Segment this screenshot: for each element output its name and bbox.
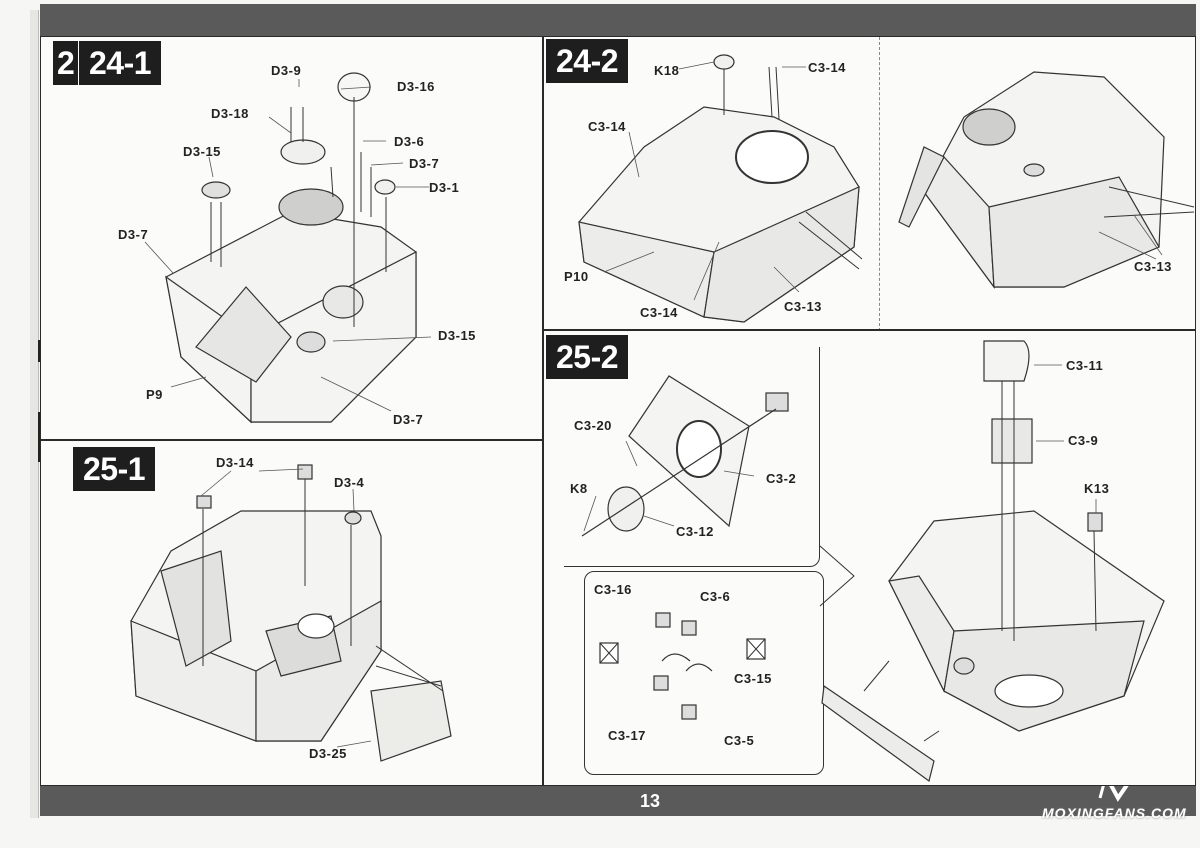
part-label: C3-2: [766, 471, 797, 486]
part-label: D3-14: [216, 455, 254, 470]
part-label: C3-16: [594, 582, 632, 597]
step-panel-25-2: 25-2: [543, 330, 1196, 786]
panel-divider: [879, 37, 880, 329]
part-label: C3-17: [608, 728, 646, 743]
callout-outline: [564, 347, 820, 567]
part-label: K8: [570, 481, 588, 496]
header-band: [40, 4, 1196, 36]
part-label: D3-1: [429, 180, 460, 195]
step-number: 24-1: [79, 41, 162, 85]
step-panel-24-2: 24-2: [543, 36, 1196, 330]
part-label: D3-7: [393, 412, 424, 427]
step-number: 25-1: [73, 447, 156, 491]
part-label: K18: [654, 63, 680, 78]
step-number-fragment: 2: [53, 41, 79, 85]
part-label: D3-15: [183, 144, 221, 159]
watermark-text: MOXINGFANS.COM: [1042, 805, 1187, 821]
part-label: P9: [146, 387, 163, 402]
part-label: D3-25: [309, 746, 347, 761]
part-label: C3-5: [724, 733, 755, 748]
part-label: D3-18: [211, 106, 249, 121]
part-label: K13: [1084, 481, 1110, 496]
part-label: D3-4: [334, 475, 365, 490]
part-label: D3-15: [438, 328, 476, 343]
part-label: C3-20: [574, 418, 612, 433]
step-panel-24-1: 2 24-1: [40, 36, 543, 440]
step-panel-25-1: 25-1: [40, 440, 543, 786]
turret-rear-assembly-drawing: [581, 340, 1165, 783]
step-number: 25-2: [546, 335, 629, 379]
part-label: D3-16: [397, 79, 435, 94]
detail-inset-box: [584, 571, 824, 775]
part-label: D3-9: [271, 63, 302, 78]
spine-mark: [38, 412, 41, 462]
part-label: C3-9: [1068, 433, 1099, 448]
part-label: D3-7: [118, 227, 149, 242]
part-label: C3-14: [640, 305, 678, 320]
turret-hull-drawing: [144, 72, 432, 424]
page-number: 13: [639, 791, 661, 811]
step-number: 24-2: [546, 39, 629, 83]
part-label: C3-12: [676, 524, 714, 539]
part-label: C3-15: [734, 671, 772, 686]
part-label: C3-11: [1066, 358, 1104, 373]
part-label: P10: [564, 269, 589, 284]
turret-interior-drawing: [130, 464, 452, 762]
hull-front-drawing: [578, 54, 1195, 323]
part-label: C3-13: [1134, 259, 1172, 274]
part-label: D3-7: [409, 156, 440, 171]
footer-band: [40, 786, 1196, 816]
part-label: C3-6: [700, 589, 731, 604]
part-label: C3-14: [808, 60, 846, 75]
part-label: C3-13: [784, 299, 822, 314]
part-label: D3-6: [394, 134, 425, 149]
part-label: C3-14: [588, 119, 626, 134]
